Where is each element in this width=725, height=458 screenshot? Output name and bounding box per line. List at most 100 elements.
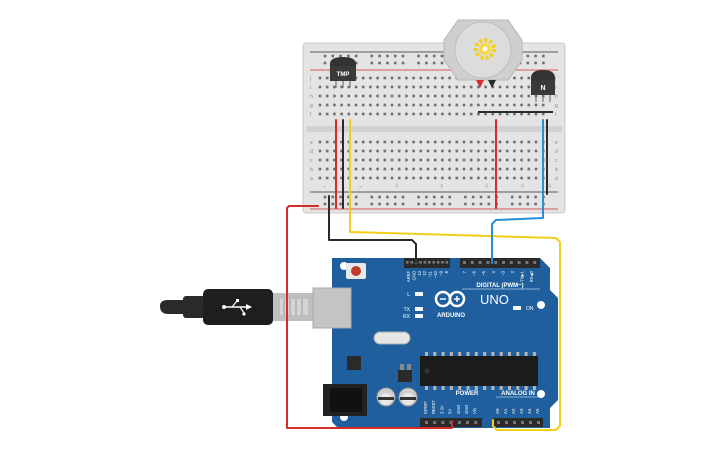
header-socket[interactable] (521, 421, 524, 424)
wire-signal-yellow[interactable] (349, 149, 561, 431)
digital-header-left (404, 258, 450, 268)
header-socket[interactable] (441, 421, 445, 424)
breadboard-hole (469, 167, 473, 171)
rail-hole (417, 202, 420, 206)
breadboard-hole (361, 140, 365, 144)
header-socket[interactable] (457, 421, 461, 424)
digital-pin-label: ~5 (481, 270, 486, 275)
header-socket[interactable] (410, 261, 413, 264)
wire-5v-red[interactable] (286, 205, 453, 429)
header-socket[interactable] (537, 421, 540, 424)
breadboard-hole (505, 176, 509, 180)
breadboard-hole (477, 149, 480, 153)
breadboard-hole (505, 140, 509, 144)
header-socket[interactable] (425, 421, 428, 424)
wire-pwm-blue[interactable] (491, 119, 544, 264)
header-socket[interactable] (441, 261, 444, 264)
breadboard-hole (419, 76, 423, 80)
breadboard-hole (498, 103, 502, 107)
breadboard-hole (419, 149, 423, 153)
header-socket[interactable] (517, 261, 521, 264)
chip-pin (516, 352, 520, 356)
header-socket[interactable] (533, 261, 537, 264)
breadboard-hole (477, 85, 480, 89)
breadboard-hole (505, 112, 509, 116)
breadboard-hole (390, 94, 394, 98)
row-label: f (555, 112, 557, 118)
column-number: 15 (439, 183, 444, 188)
header-socket[interactable] (502, 261, 505, 264)
breadboard-hole (347, 140, 351, 144)
rail-hole (347, 202, 350, 206)
breadboard-hole (433, 85, 437, 89)
header-socket[interactable] (505, 421, 508, 424)
center-channel (306, 126, 562, 132)
header-socket[interactable] (445, 261, 449, 264)
npn-transistor[interactable]: N (531, 70, 555, 102)
row-label: d (555, 149, 558, 155)
wire-gnd-black[interactable] (328, 195, 417, 263)
breadboard-hole (498, 85, 502, 89)
usb-cable[interactable] (160, 287, 352, 329)
breadboard-hole (534, 149, 538, 153)
breadboard-hole (462, 167, 466, 171)
breadboard-hole (354, 176, 358, 180)
header-socket[interactable] (529, 421, 532, 424)
rail-hole (440, 202, 444, 206)
rail-hole (331, 202, 335, 206)
header-socket[interactable] (478, 261, 482, 264)
wires[interactable] (286, 119, 561, 431)
breadboard-hole (333, 167, 336, 171)
header-socket[interactable] (419, 261, 422, 264)
header-socket[interactable] (436, 261, 440, 264)
breadboard-hole (383, 76, 387, 80)
breadboard-hole (455, 94, 459, 98)
rail-hole (479, 195, 483, 199)
header-socket[interactable] (466, 421, 469, 424)
header-socket[interactable] (494, 261, 498, 264)
chip-pin (433, 352, 437, 356)
row-label: b (555, 167, 558, 173)
breadboard-hole (527, 76, 531, 80)
header-socket[interactable] (428, 261, 431, 264)
breadboard-hole (361, 167, 365, 171)
reset-button[interactable] (346, 263, 366, 279)
breadboard-hole (527, 176, 531, 180)
power-pin-label: IOREF (423, 401, 428, 414)
header-socket[interactable] (525, 261, 529, 264)
temperature-sensor[interactable]: TMP (330, 57, 356, 88)
brand-label: ARDUINO (437, 313, 465, 319)
header-socket[interactable] (433, 421, 437, 424)
header-socket[interactable] (463, 261, 466, 264)
breadboard-hole (513, 112, 516, 116)
rail-hole (425, 195, 428, 199)
mounting-hole (537, 390, 545, 398)
breadboard-hole (347, 94, 351, 98)
header-socket[interactable] (509, 261, 513, 264)
header-socket[interactable] (423, 261, 427, 264)
breadboard-hole (325, 103, 329, 107)
header-socket[interactable] (470, 261, 474, 264)
header-socket[interactable] (497, 421, 500, 424)
analog-pin-label: A2 (511, 408, 516, 414)
header-socket[interactable] (513, 421, 516, 424)
breadboard-hole (520, 112, 523, 116)
analog-header-sockets (497, 421, 540, 424)
chip-pin (499, 386, 503, 390)
header-socket[interactable] (406, 261, 409, 264)
rail-hole (526, 61, 530, 65)
dc-motor[interactable] (443, 19, 523, 88)
header-socket[interactable] (432, 261, 435, 264)
header-socket[interactable] (474, 421, 478, 424)
digital-pin-label: GND (411, 271, 416, 280)
header-socket[interactable] (486, 261, 490, 264)
breadboard-hole (441, 149, 444, 153)
breadboard[interactable]: j i h g f e d c b a j i h g f e d c b a … (302, 42, 566, 214)
breadboard-hole (390, 158, 394, 162)
dc-power-jack[interactable] (323, 384, 367, 416)
breadboard-hole (333, 140, 336, 144)
breadboard-hole (390, 76, 394, 80)
breadboard-hole (527, 103, 531, 107)
capacitor (376, 387, 396, 407)
